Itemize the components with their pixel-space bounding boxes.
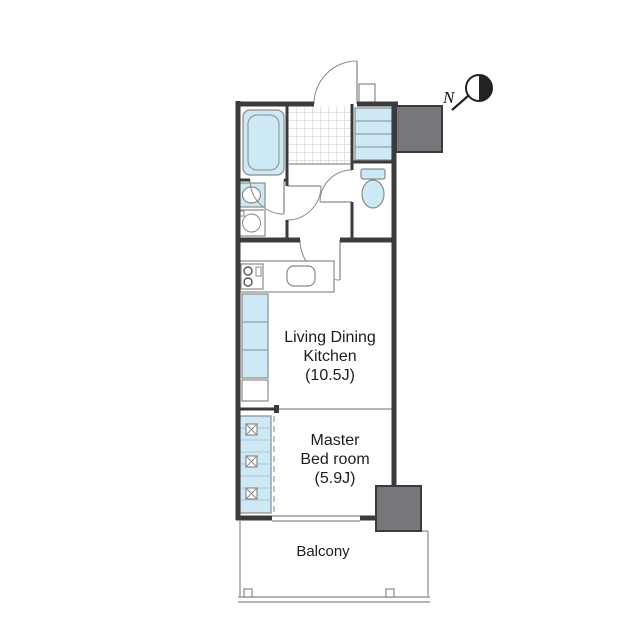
north-label: N: [442, 88, 456, 107]
master-size: (5.9J): [314, 470, 356, 487]
balcony-label: Balcony: [268, 543, 378, 561]
kitchen-stove: [240, 263, 264, 290]
ldk-name-line2: Kitchen: [303, 348, 357, 365]
north-compass: N: [442, 74, 493, 111]
washing-machine-pan: [237, 209, 266, 237]
column-bottom-right: [375, 485, 422, 532]
balcony-name: Balcony: [296, 543, 350, 560]
master-name-line2: Bed room: [300, 451, 370, 468]
master-bedroom-label: Master Bed room (5.9J): [265, 431, 405, 488]
master-name-line1: Master: [310, 432, 360, 449]
shoe-cabinet: [354, 107, 393, 161]
entrance-tile-floor: [289, 106, 352, 165]
meter-box: [358, 83, 376, 105]
room-partition: [236, 405, 394, 413]
ldk-size: (10.5J): [305, 367, 355, 384]
balcony-outline: [238, 521, 430, 603]
toilet-door: [319, 169, 353, 203]
closet: [239, 415, 275, 514]
compass-needle-line: [451, 95, 469, 111]
toilet: [360, 168, 386, 209]
ldk-name-line1: Living Dining: [284, 329, 376, 346]
column-top-right: [395, 105, 443, 153]
bathtub: [242, 109, 285, 176]
kitchen-sink: [286, 265, 316, 287]
bathroom-door: [249, 179, 285, 215]
compass-half-fill: [479, 75, 492, 101]
balcony-window: [272, 515, 360, 522]
entrance-door: [313, 60, 376, 105]
washroom-door: [286, 185, 322, 221]
washbasin: [237, 182, 266, 208]
walls: [235, 101, 398, 521]
refrigerator-space: [241, 293, 269, 402]
ldk-label: Living Dining Kitchen (10.5J): [255, 328, 405, 385]
